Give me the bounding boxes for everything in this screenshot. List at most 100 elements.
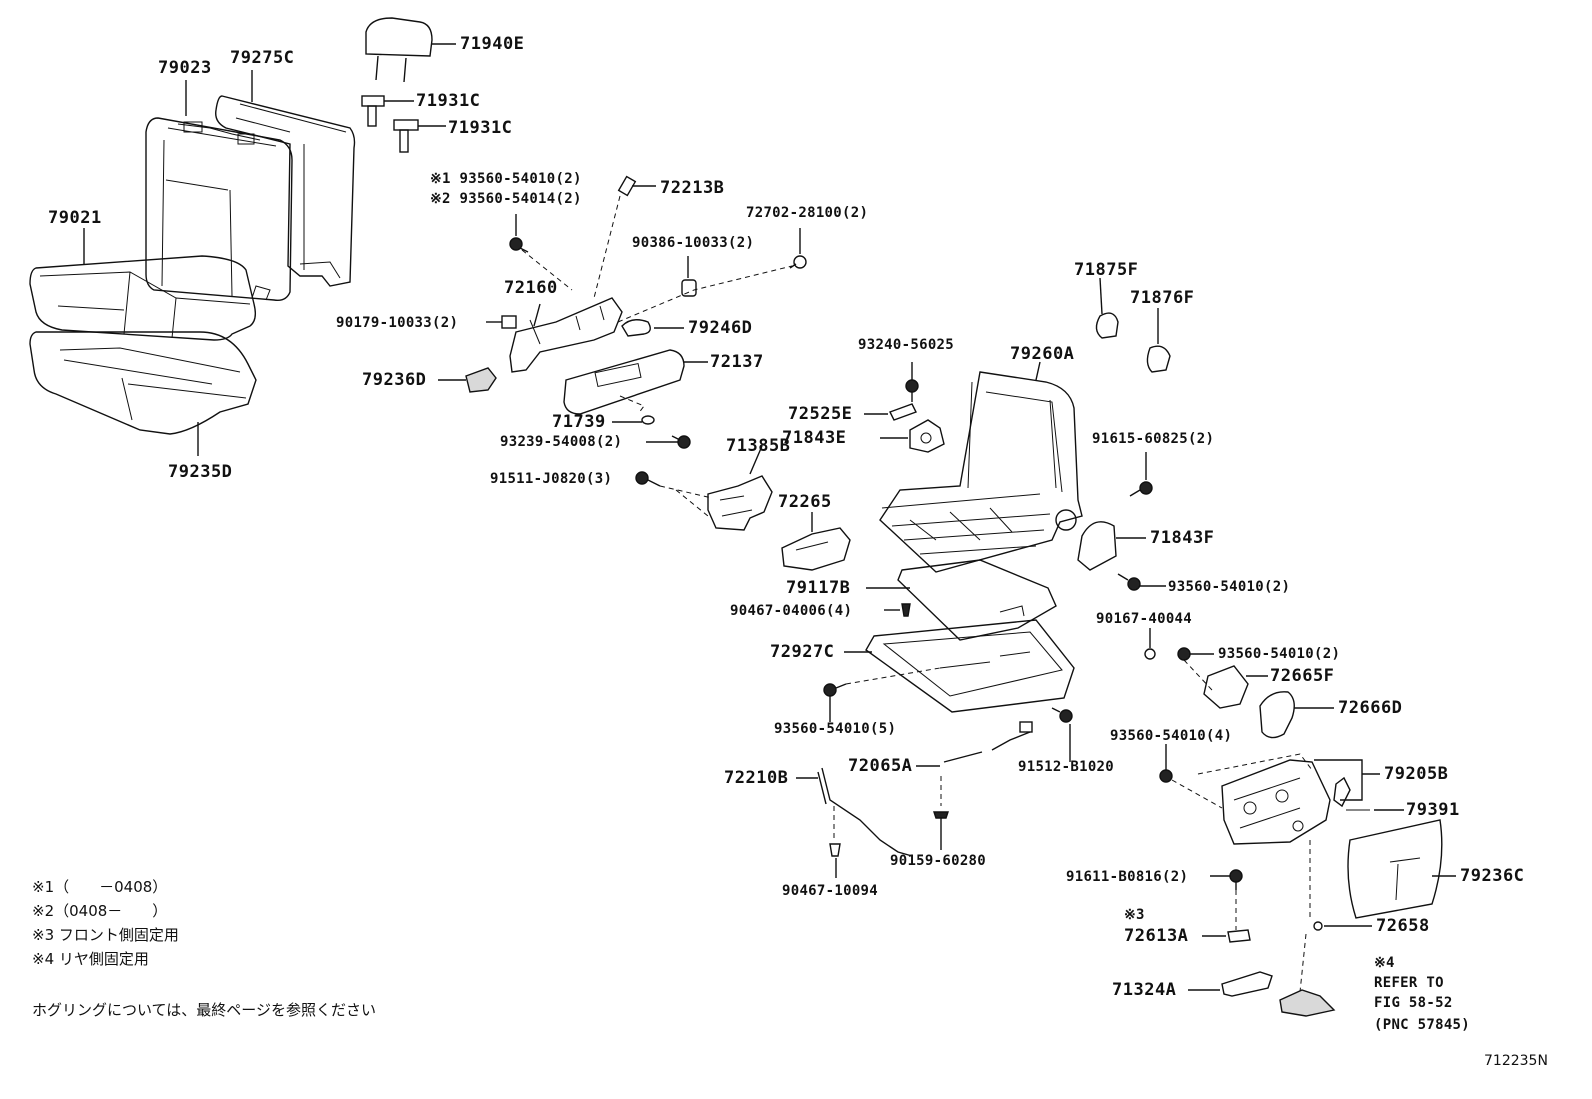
- part-label-72665f[interactable]: 72665F: [1270, 666, 1335, 686]
- part-label-72613a[interactable]: 72613A: [1124, 926, 1189, 946]
- plate-79117b: [897, 559, 1057, 641]
- tray-72927c: [865, 619, 1075, 713]
- clip-90467-04006: [901, 603, 911, 617]
- part-label-91511-j0820[interactable]: 91511-J0820(3): [490, 471, 613, 487]
- cap-72213b: [617, 175, 637, 197]
- recliner-bracket-72160: [509, 297, 623, 373]
- part-label-71843f[interactable]: 71843F: [1150, 528, 1215, 548]
- part-label-72160[interactable]: 72160: [504, 278, 558, 298]
- seat-cushion-cover-79021: [29, 255, 257, 341]
- part-label-93560-54010-r[interactable]: 93560-54010(2): [1168, 579, 1291, 595]
- bolt-91511-j0820: [635, 471, 661, 487]
- bolt-93560-54010-4: [1159, 769, 1173, 783]
- part-label-79205b[interactable]: 79205B: [1384, 764, 1449, 784]
- part-label-79235d[interactable]: 79235D: [168, 462, 233, 482]
- handle-72137: [563, 349, 685, 415]
- part-label-93239-54008[interactable]: 93239-54008(2): [500, 434, 623, 450]
- part-label-71324a[interactable]: 71324A: [1112, 980, 1177, 1000]
- screw-90159-60280: [933, 811, 949, 842]
- part-label-71876f[interactable]: 71876F: [1130, 288, 1195, 308]
- part-label-93560-54010-4[interactable]: 93560-54010(4): [1110, 728, 1233, 744]
- part-label-90159-60280[interactable]: 90159-60280: [890, 853, 987, 869]
- part-label-79021[interactable]: 79021: [48, 208, 102, 228]
- part-label-79236c[interactable]: 79236C: [1460, 866, 1525, 886]
- part-label-93560-54010-k1[interactable]: ※1 93560-54010(2): [430, 171, 582, 187]
- part-label-90167-40044[interactable]: 90167-40044: [1096, 611, 1193, 627]
- part-label-71931c-a[interactable]: 71931C: [416, 91, 481, 111]
- cover-71843e: [909, 419, 945, 453]
- clip-90467-10094: [829, 843, 841, 857]
- headrest-guide-71931c-b: [393, 119, 419, 153]
- part-label-79023[interactable]: 79023: [158, 58, 212, 78]
- part-label-93560-54010-r2[interactable]: 93560-54010(2): [1218, 646, 1341, 662]
- bracket-72613a: [1227, 929, 1251, 943]
- part-label-71385b[interactable]: 71385B: [726, 436, 791, 456]
- part-label-79275c[interactable]: 79275C: [230, 48, 295, 68]
- seat-cushion-pad-79235d: [29, 331, 257, 435]
- part-label-72213b[interactable]: 72213B: [660, 178, 725, 198]
- clip-71739: [641, 415, 655, 425]
- part-label-71739[interactable]: 71739: [552, 412, 606, 432]
- part-label-79236d[interactable]: 79236D: [362, 370, 427, 390]
- part-label-note-3: ※3: [1124, 907, 1145, 923]
- figure-id: 712235N: [1484, 1053, 1548, 1069]
- cover-72265: [781, 527, 851, 571]
- part-label-72702-28100[interactable]: 72702-28100(2): [746, 205, 869, 221]
- refer-fig-label[interactable]: FIG 58-52: [1374, 995, 1453, 1011]
- bolt-93240-56025: [905, 379, 919, 402]
- footnote-4: ※4 リヤ側固定用: [32, 950, 149, 968]
- refer-pnc-label: (PNC 57845): [1374, 1017, 1471, 1033]
- part-label-93560-54014-k2[interactable]: ※2 93560-54014(2): [430, 191, 582, 207]
- part-label-79391[interactable]: 79391: [1406, 800, 1460, 820]
- seat-back-cover-79023: [145, 117, 293, 302]
- cover-79236d: [465, 367, 497, 393]
- footnote-2: ※2（0408－ ）: [32, 902, 168, 920]
- part-label-93240-56025[interactable]: 93240-56025: [858, 337, 955, 353]
- part-label-90467-04006[interactable]: 90467-04006(4): [730, 603, 853, 619]
- part-label-72666d[interactable]: 72666D: [1338, 698, 1403, 718]
- bracket-71324a: [1221, 971, 1273, 997]
- bolt-93560-54010-r2: [1177, 647, 1191, 661]
- bolt-72702-28100: [789, 255, 807, 269]
- part-label-91512-b1020[interactable]: 91512-B1020: [1018, 759, 1115, 775]
- spacer-72525e: [889, 403, 917, 421]
- part-label-79260a[interactable]: 79260A: [1010, 344, 1075, 364]
- refer-to-label: REFER TO: [1374, 975, 1444, 991]
- cover-71875f: [1095, 312, 1119, 339]
- part-label-72065a[interactable]: 72065A: [848, 756, 913, 776]
- part-label-91611-b0816[interactable]: 91611-B0816(2): [1066, 869, 1189, 885]
- hog-ring-note: ホグリングについては、最終ページを参照ください: [32, 1001, 376, 1019]
- part-label-90179-10033[interactable]: 90179-10033(2): [336, 315, 459, 331]
- part-label-72265[interactable]: 72265: [778, 492, 832, 512]
- part-label-79117b[interactable]: 79117B: [786, 578, 851, 598]
- recliner-79205b: [1221, 759, 1331, 845]
- cable-72210b: [817, 767, 913, 857]
- cover-71876f: [1146, 345, 1171, 373]
- part-label-90386-10033[interactable]: 90386-10033(2): [632, 235, 755, 251]
- part-label-79246d[interactable]: 79246D: [688, 318, 753, 338]
- footnote-3: ※3 フロント側固定用: [32, 926, 179, 944]
- bolt-91615-60825: [1129, 481, 1153, 497]
- part-label-91615-60825[interactable]: 91615-60825(2): [1092, 431, 1215, 447]
- footnote-1: ※1（ －0408）: [32, 878, 168, 896]
- headrest-guide-71931c-a: [361, 95, 385, 127]
- part-label-71875f[interactable]: 71875F: [1074, 260, 1139, 280]
- part-label-71931c-b[interactable]: 71931C: [448, 118, 513, 138]
- part-label-71843e[interactable]: 71843E: [782, 428, 847, 448]
- part-label-72210b[interactable]: 72210B: [724, 768, 789, 788]
- part-label-72137[interactable]: 72137: [710, 352, 764, 372]
- seat-back-pad-79275c: [215, 95, 356, 287]
- part-label-71940e[interactable]: 71940E: [460, 34, 525, 54]
- part-label-72927c[interactable]: 72927C: [770, 642, 835, 662]
- seat-frame-79260a: [879, 371, 1083, 573]
- nut-90179-10033: [501, 315, 517, 329]
- part-label-90467-10094[interactable]: 90467-10094: [782, 883, 879, 899]
- part-label-93560-54010-5[interactable]: 93560-54010(5): [774, 721, 897, 737]
- part-label-72525e[interactable]: 72525E: [788, 404, 853, 424]
- part-label-72658[interactable]: 72658: [1376, 916, 1430, 936]
- cover-79236c: [1347, 819, 1443, 919]
- cable-72065a: [943, 721, 1033, 763]
- clip-72658: [1313, 921, 1323, 931]
